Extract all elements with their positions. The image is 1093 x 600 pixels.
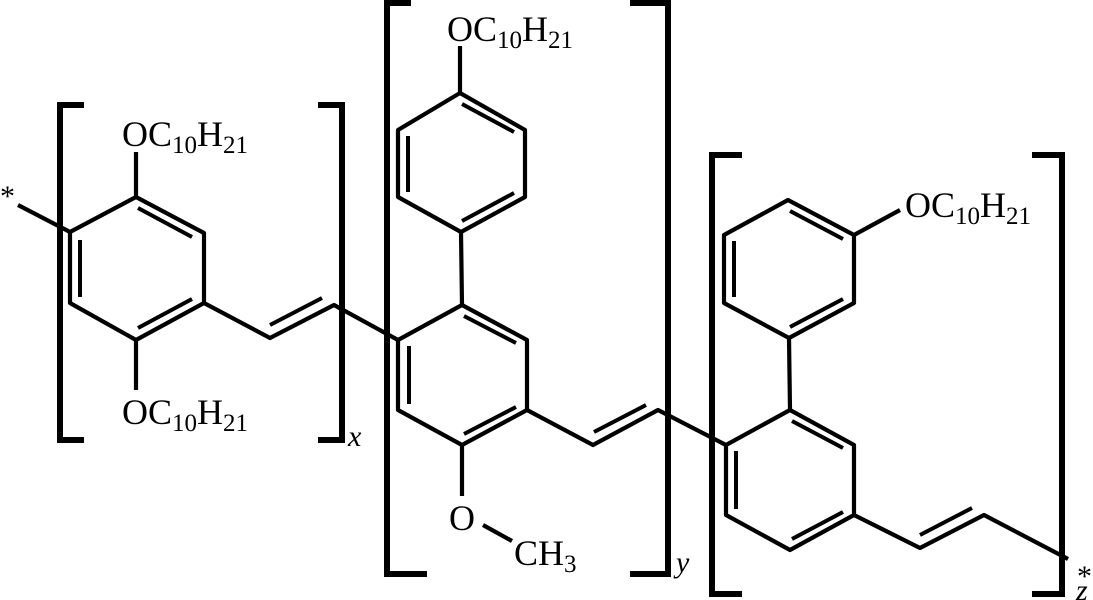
subscript-y: y <box>673 546 690 579</box>
biphenyl-bond-z <box>786 337 793 411</box>
subscript-z: z <box>1075 574 1088 600</box>
methoxy-oxygen: O <box>449 498 475 538</box>
substituent-oc10h21-bottom: OC10H21 <box>122 392 248 437</box>
bracket-y-open <box>384 0 427 577</box>
ring-4-double-bond <box>789 209 844 241</box>
ring-5-double-bond <box>791 510 844 541</box>
methyl-group: CH3 <box>514 533 577 578</box>
vinylene-x <box>203 301 400 342</box>
bond-o-ch3 <box>481 523 514 543</box>
benzene-ring-2 <box>395 90 528 235</box>
bracket-x-close <box>318 102 345 443</box>
vinylene-z <box>853 512 1069 561</box>
benzene-ring-5 <box>723 407 857 553</box>
right-end-asterisk: * <box>1077 560 1092 593</box>
benzene-ring-3 <box>395 302 530 448</box>
ring-1-double-bond <box>137 206 193 239</box>
bond-o-meta <box>852 208 902 237</box>
bracket-y-close <box>630 0 671 577</box>
bracket-z-open <box>709 152 742 597</box>
ring-3-double-bond <box>463 405 517 436</box>
ring-4-double-bond <box>789 297 844 329</box>
vinylene-z-double-bond <box>919 506 973 537</box>
subscript-x: x <box>347 420 362 453</box>
vinylene-y-double-bond <box>593 403 647 434</box>
bracket-x-open <box>57 102 84 443</box>
vinylene-y <box>526 407 727 448</box>
ring-2-double-bond <box>461 191 515 223</box>
repeat-unit-z: * z OC10H21 <box>709 152 1092 600</box>
left-end-asterisk: * <box>0 180 15 213</box>
ring-5-double-bond <box>791 419 844 450</box>
repeat-unit-x: x OC10H21 OC10H21 <box>57 102 400 453</box>
repeat-unit-y: y OC10H21 O CH3 <box>384 0 727 579</box>
ring-2-double-bond <box>461 102 515 134</box>
benzene-ring-4 <box>721 197 857 341</box>
biphenyl-bond-y <box>458 231 465 306</box>
bracket-z-close <box>1032 152 1065 597</box>
substituent-oc10h21-meta: OC10H21 <box>905 185 1031 230</box>
ring-3-double-bond <box>463 314 517 345</box>
ring-1-double-bond <box>137 297 193 330</box>
benzene-ring-1 <box>67 194 207 343</box>
substituent-oc10h21-para: OC10H21 <box>447 9 573 54</box>
substituent-oc10h21-top: OC10H21 <box>122 114 248 159</box>
vinylene-x-double-bond <box>269 296 323 327</box>
